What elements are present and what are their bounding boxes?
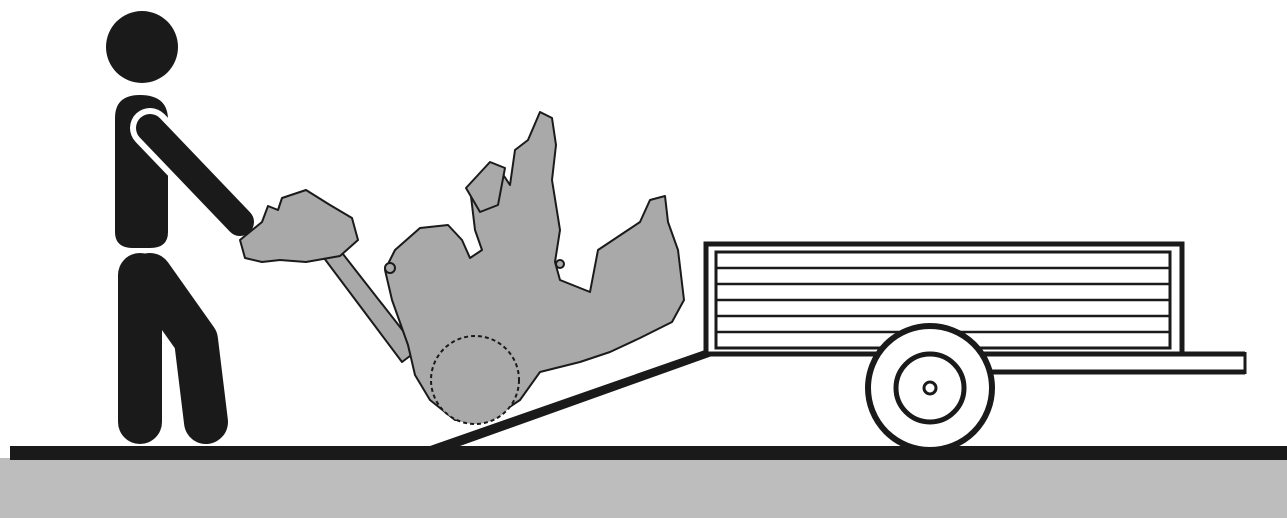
key-knob bbox=[555, 259, 565, 269]
ramp bbox=[430, 350, 712, 446]
choke-knob bbox=[384, 262, 396, 274]
person-leg-front bbox=[128, 253, 228, 444]
discharge-chute bbox=[465, 161, 506, 213]
ramp-board bbox=[430, 350, 712, 446]
auger-wheel bbox=[430, 335, 520, 425]
person-head bbox=[106, 11, 178, 83]
control-panel bbox=[239, 189, 359, 263]
person-arm bbox=[136, 114, 254, 236]
ground-line bbox=[10, 446, 1287, 460]
snow-thrower bbox=[239, 111, 685, 425]
ground-fill bbox=[0, 458, 1287, 518]
ground bbox=[0, 446, 1287, 518]
person bbox=[106, 11, 260, 444]
trailer-wheel bbox=[865, 323, 995, 453]
wheel-hub bbox=[922, 380, 938, 396]
